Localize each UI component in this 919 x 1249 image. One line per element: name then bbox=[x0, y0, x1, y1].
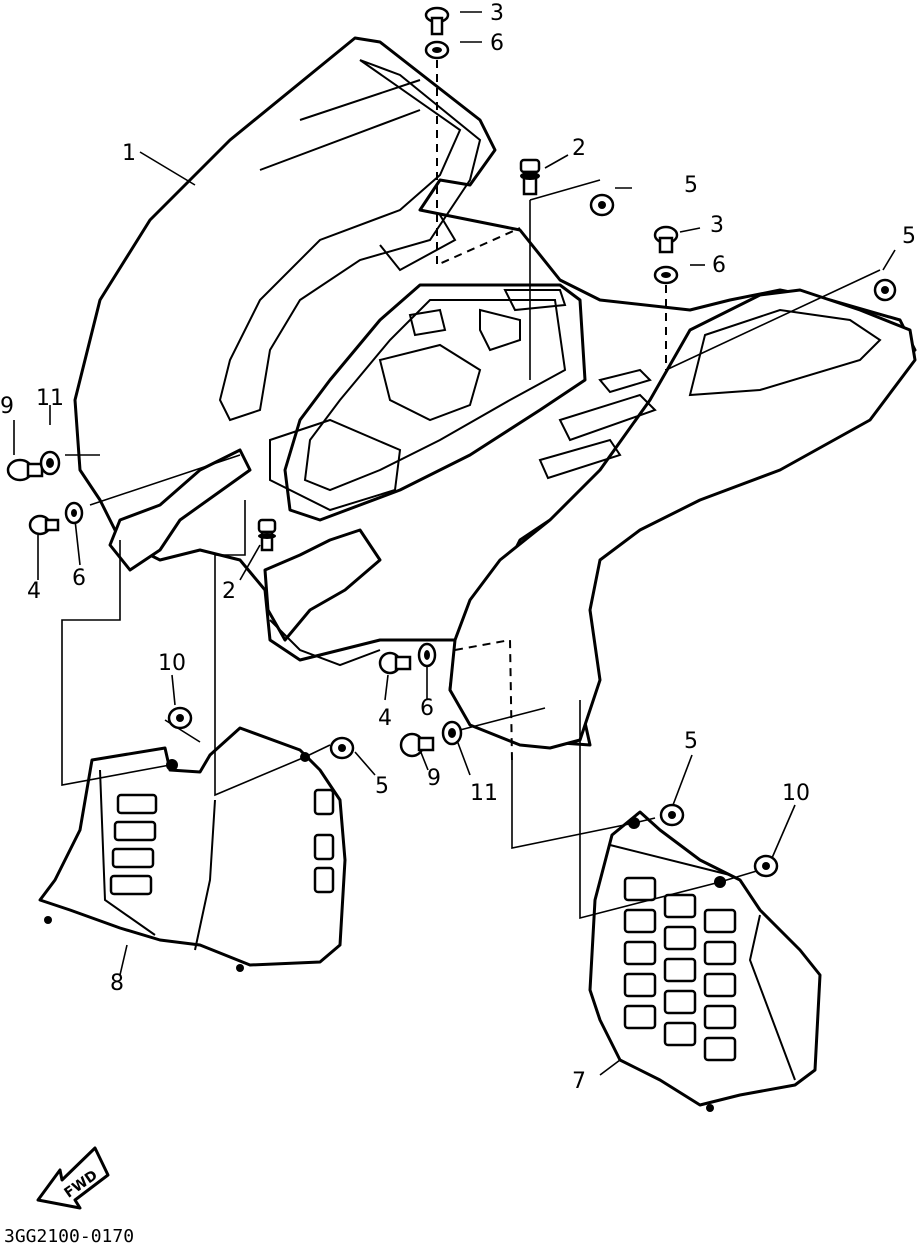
callout-3-top: 3 bbox=[490, 1, 504, 26]
mud-flap-right-stud bbox=[706, 1104, 714, 1112]
callout-2-left: 2 bbox=[222, 579, 236, 604]
callout-5-right: 5 bbox=[684, 729, 698, 754]
nut-5-left bbox=[329, 736, 355, 760]
washer-6-right-lower bbox=[417, 642, 437, 668]
callout-6-left: 6 bbox=[72, 566, 86, 591]
fender-tub-inner bbox=[303, 299, 567, 492]
fender-right-wing bbox=[448, 288, 917, 750]
mud-flap-right-vents bbox=[623, 876, 737, 1062]
bolt-9-right bbox=[399, 732, 435, 758]
callout-5-far-right: 5 bbox=[902, 224, 916, 249]
washer-11-left bbox=[39, 450, 61, 476]
hardware bbox=[6, 6, 897, 878]
nut-10-right bbox=[753, 854, 779, 878]
callout-labels: 1 2 2 3 3 4 4 5 5 5 5 6 6 6 6 7 8 9 9 10… bbox=[0, 1, 916, 1094]
mud-flap-right-edge bbox=[609, 844, 796, 1081]
bolt-4-left bbox=[28, 514, 60, 536]
callout-5-top: 5 bbox=[684, 173, 698, 198]
diagram-part-code: 3GG2100-0170 bbox=[4, 1226, 134, 1247]
left-mud-flap bbox=[38, 726, 347, 972]
bolt-3-top bbox=[424, 6, 450, 36]
fender-tub-step bbox=[378, 308, 482, 422]
nut-10-left bbox=[167, 706, 193, 730]
fender-left-panel bbox=[218, 59, 482, 422]
mud-flap-left-vents bbox=[109, 788, 335, 896]
fender-front-bracket bbox=[263, 528, 382, 642]
nut-5-right bbox=[659, 803, 685, 827]
nut-5-far-right bbox=[873, 278, 897, 302]
forward-direction-arrow: FWD bbox=[36, 1146, 110, 1210]
callout-4-right: 4 bbox=[378, 706, 392, 731]
fender-left-rib bbox=[259, 79, 457, 272]
callout-9-left: 9 bbox=[0, 394, 14, 419]
callout-10-right: 10 bbox=[782, 781, 810, 806]
mud-flap-left-stud-2 bbox=[236, 964, 244, 972]
bolt-9-left bbox=[6, 458, 44, 482]
mud-flap-left-edge bbox=[99, 769, 216, 951]
mud-flap-left-hole bbox=[166, 759, 178, 771]
washer-6-left bbox=[64, 501, 84, 525]
callout-4-left: 4 bbox=[27, 579, 41, 604]
mud-flap-left-body bbox=[38, 726, 347, 967]
fender-left-bracket bbox=[108, 448, 252, 572]
fender-front-edge bbox=[269, 619, 381, 667]
callout-6-right: 6 bbox=[712, 253, 726, 278]
callout-2-top: 2 bbox=[572, 136, 586, 161]
bolt-2-left bbox=[257, 518, 277, 552]
callout-1: 1 bbox=[122, 141, 136, 166]
washer-6-right bbox=[653, 265, 679, 285]
callout-6-top: 6 bbox=[490, 31, 504, 56]
alignment-lines bbox=[13, 11, 896, 1076]
nut-5-top bbox=[589, 193, 615, 217]
fender-right-rib bbox=[538, 368, 657, 480]
callout-5-left: 5 bbox=[375, 774, 389, 799]
callout-9-right: 9 bbox=[427, 766, 441, 791]
bolt-3-right bbox=[653, 225, 679, 254]
callout-10-left: 10 bbox=[158, 651, 186, 676]
mud-flap-left-stud bbox=[44, 916, 52, 924]
washer-11-right bbox=[441, 720, 463, 746]
washer-6-top bbox=[424, 40, 450, 60]
callout-7: 7 bbox=[572, 1069, 586, 1094]
fender-tub-box bbox=[269, 418, 402, 512]
rear-fender bbox=[73, 36, 917, 750]
fender-tub-flap bbox=[479, 289, 567, 352]
callout-3-right: 3 bbox=[710, 213, 724, 238]
right-mud-flap bbox=[588, 810, 822, 1112]
callout-6-right-lower: 6 bbox=[420, 696, 434, 721]
callout-11-right: 11 bbox=[470, 781, 498, 806]
callout-11-left: 11 bbox=[36, 386, 64, 411]
bolt-4-right bbox=[378, 651, 412, 675]
bolt-2-top bbox=[519, 158, 541, 196]
callout-8: 8 bbox=[110, 971, 124, 996]
fwd-arrow-icon bbox=[36, 1146, 110, 1210]
